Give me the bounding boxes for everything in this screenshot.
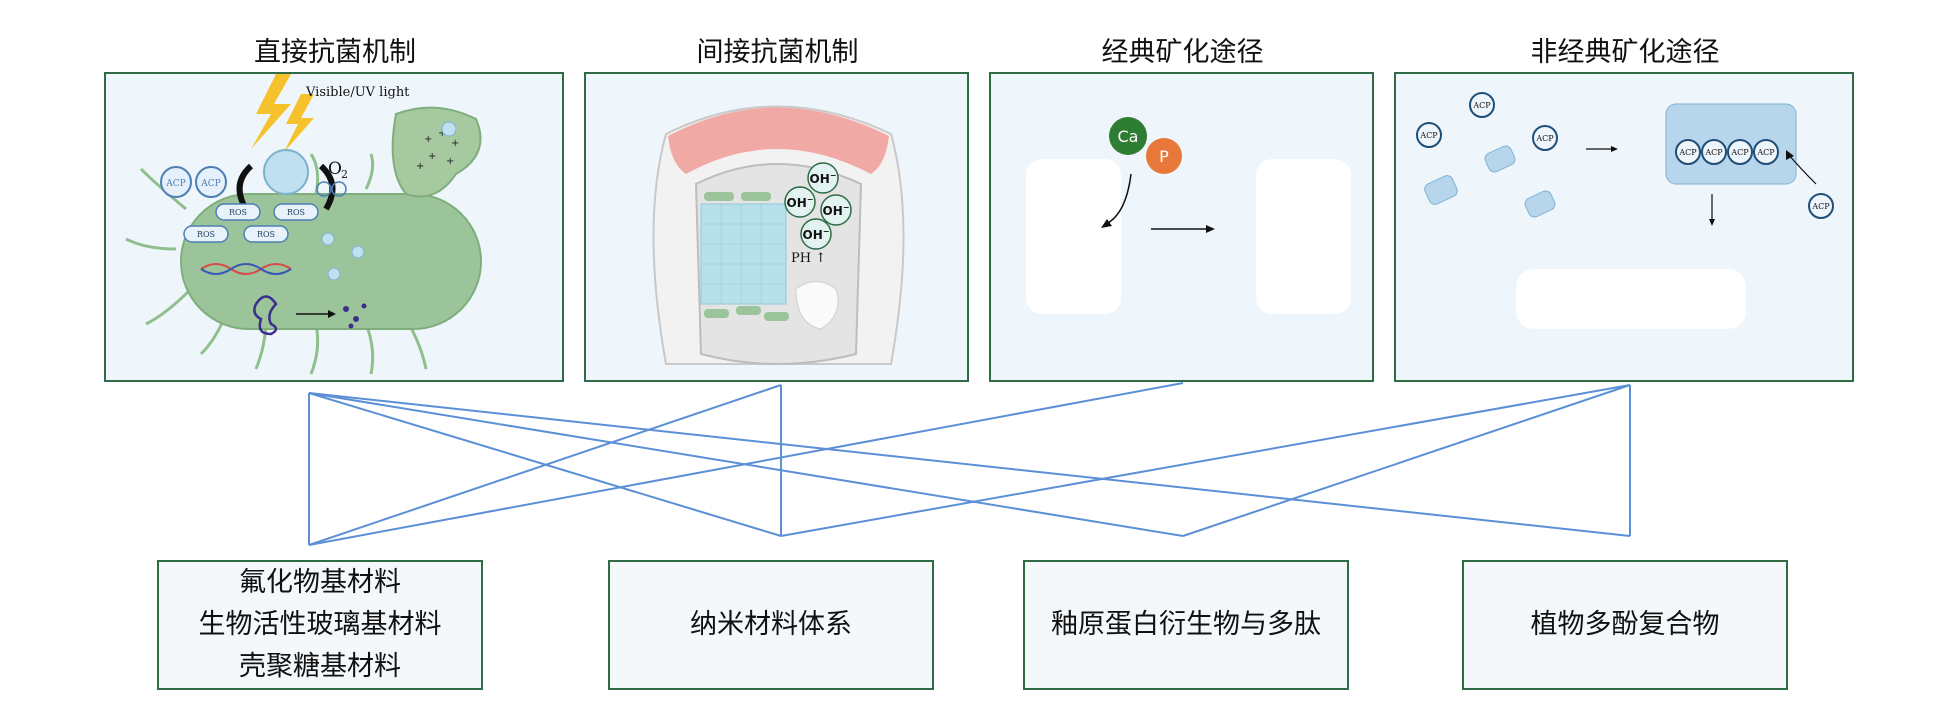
lightning-icon-2	[284, 94, 314, 152]
acp-label-nc-1: ACP	[1472, 101, 1491, 110]
material-box-polyphenols: 植物多酚复合物	[1462, 560, 1788, 690]
svg-text:+: +	[451, 138, 459, 149]
ca-label: Ca	[1118, 127, 1139, 146]
heading-classic-mineralization: 经典矿化途径	[1101, 37, 1264, 68]
heading-indirect-antibacterial: 间接抗菌机制	[696, 37, 859, 68]
oh-label-2: OH	[787, 196, 807, 210]
material-polyphenols: 植物多酚复合物	[1530, 609, 1720, 640]
acp-label-nc-8: ACP	[1756, 148, 1775, 157]
panel-indirect-antibacterial: OH− OH− OH− OH− PH ↑	[584, 72, 969, 382]
p-label: P	[1159, 147, 1169, 166]
acp-label-nc-3: ACP	[1535, 134, 1554, 143]
material-amelogenin: 釉原蛋白衍生物与多肽	[1051, 609, 1321, 640]
acp-label-nc-4: ACP	[1811, 202, 1830, 211]
mineral-nucleus	[1026, 159, 1121, 314]
material-box-amelogenin-peptides: 釉原蛋白衍生物与多肽	[1023, 560, 1349, 690]
oh-sup-3: −	[843, 203, 850, 212]
o2-subscript: 2	[341, 168, 348, 181]
nonclassic-mineralization-illustration: ACP ACP ACP ACP ACP ACP ACP ACP	[1416, 92, 1834, 329]
acp-label-nc-6: ACP	[1704, 148, 1723, 157]
tooth-illustration: OH− OH− OH− OH− PH ↑	[652, 105, 905, 365]
classic-mineralization-illustration: Ca P	[1026, 117, 1351, 314]
mineral-lattice	[700, 203, 787, 305]
acp-label-nc-2: ACP	[1419, 131, 1438, 140]
heading-nonclassic-mineralization: 非经典矿化途径	[1530, 37, 1720, 68]
acp-particle	[160, 166, 192, 198]
svg-text:+: +	[446, 156, 454, 167]
material-fluoride: 氟化物基材料	[239, 567, 401, 598]
calcium-ion	[1109, 117, 1147, 155]
cell-fragment	[391, 106, 482, 198]
svg-text:OH−: OH−	[810, 171, 837, 186]
svg-text:+: +	[428, 151, 436, 162]
acp-label-nc-5: ACP	[1678, 148, 1697, 157]
ph-label: PH ↑	[791, 251, 826, 266]
oh-label: OH	[810, 172, 830, 186]
acp-label-2: ACP	[200, 179, 220, 189]
ros-label-4: ROS	[257, 230, 275, 239]
svg-text:+: +	[438, 128, 446, 139]
oh-sup: −	[830, 171, 837, 180]
panel-direct-antibacterial: + + + + + + Visible/UV light O 2 ACP ACP ROS…	[104, 72, 564, 382]
svg-text:+: +	[416, 161, 424, 172]
svg-text:OH−: OH−	[823, 203, 850, 218]
ros-label: ROS	[229, 208, 247, 217]
final-crystal	[1516, 269, 1746, 329]
enamel-band	[668, 107, 889, 174]
acp-label-nc-7: ACP	[1730, 148, 1749, 157]
panel-classic-mineralization: Ca P	[989, 72, 1374, 382]
acp-particle-2	[195, 166, 227, 198]
ros-label-2: ROS	[287, 208, 305, 217]
acp-label: ACP	[165, 179, 185, 189]
oh-label-4: OH	[803, 228, 823, 242]
svg-text:+: +	[424, 134, 432, 145]
oh-label-3: OH	[823, 204, 843, 218]
protein-icon	[253, 295, 278, 336]
ros-label-3: ROS	[197, 230, 215, 239]
mineral-crystal	[1256, 159, 1351, 314]
dna-strand	[200, 263, 292, 275]
phosphate-ion	[1146, 138, 1182, 174]
svg-text:OH−: OH−	[787, 195, 814, 210]
panel-nonclassic-mineralization: ACP ACP ACP ACP ACP ACP ACP ACP	[1394, 72, 1854, 382]
photocatalyst-particle	[263, 149, 309, 195]
material-box-fluoride-bioglass-chitosan: 氟化物基材料 生物活性玻璃基材料 壳聚糖基材料	[157, 560, 483, 690]
light-label: Visible/UV light	[305, 85, 410, 100]
material-chitosan: 壳聚糖基材料	[239, 651, 401, 682]
oh-sup-2: −	[807, 195, 814, 204]
bacteria-illustration: + + + + + + Visible/UV light O 2 ACP ACP ROS…	[125, 74, 482, 375]
oh-sup-4: −	[823, 227, 830, 236]
o2-label: O	[328, 159, 342, 179]
heading-direct-antibacterial: 直接抗菌机制	[254, 37, 416, 68]
material-nanomaterials: 纳米材料体系	[690, 609, 852, 640]
material-bioactive-glass: 生物活性玻璃基材料	[198, 609, 442, 640]
lightning-icon	[251, 74, 291, 149]
material-box-nanomaterials: 纳米材料体系	[608, 560, 934, 690]
svg-text:OH−: OH−	[803, 227, 830, 242]
